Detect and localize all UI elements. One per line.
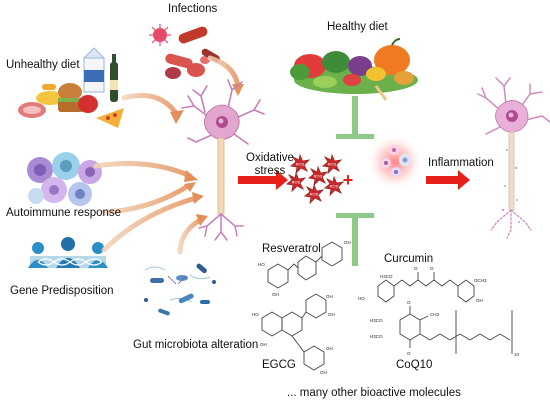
label-inflammation: Inflammation (428, 157, 494, 169)
svg-text:OH: OH (260, 342, 267, 347)
ros-label: ROS (330, 184, 339, 189)
ros-label: ROS (292, 180, 301, 185)
label-coq10: CoQ10 (396, 359, 433, 371)
svg-text:O: O (430, 266, 434, 271)
neuron-left-icon (181, 79, 265, 241)
label-egcg: EGCG (262, 359, 296, 371)
plus-sign: + (343, 170, 354, 190)
svg-text:H3CO: H3CO (380, 274, 393, 279)
svg-text:OH: OH (272, 292, 279, 297)
label-autoimmune-response: Autoimmune response (6, 207, 122, 219)
svg-text:O: O (407, 351, 411, 356)
label-infections: Infections (168, 3, 218, 15)
ros-burst (323, 175, 345, 197)
svg-text:CH3: CH3 (430, 312, 439, 317)
infections-pathogens-icon (149, 24, 220, 79)
arrow-to-ros (238, 170, 288, 190)
svg-text:OH: OH (326, 294, 333, 299)
label-resveratrol: Resveratrol (262, 243, 321, 255)
label-curcumin: Curcumin (384, 253, 434, 265)
svg-text:H3CO: H3CO (370, 334, 383, 339)
resveratrol-structure: HO OH OH (258, 240, 351, 297)
ros-label: ROS (310, 192, 319, 197)
egcg-structure: HO OH OH OH OH OH (252, 293, 335, 375)
influence-arrows (93, 55, 241, 255)
svg-text:HO: HO (258, 262, 265, 267)
coq10-structure: O O CH3 H3CO H3CO 10 (370, 300, 520, 357)
svg-text:OH: OH (328, 312, 335, 317)
svg-text:OH: OH (320, 370, 327, 375)
gut-microbiota-icon (140, 255, 220, 323)
label-gene-predisposition: Gene Predisposition (10, 285, 114, 297)
svg-text:O: O (407, 300, 411, 305)
curcumin-structure: O O H3CO OCH3 HO OH (358, 266, 487, 303)
svg-text:H3CO: H3CO (370, 318, 383, 323)
inhibition-bioactive (336, 213, 374, 266)
svg-text:O: O (414, 266, 418, 271)
healthy-diet-food-icon (290, 38, 418, 101)
svg-text:OH: OH (476, 298, 483, 303)
svg-text:OH: OH (344, 240, 351, 245)
inhibition-healthy-diet (336, 96, 374, 139)
svg-text:HO: HO (252, 312, 259, 317)
svg-text:OH: OH (326, 346, 333, 351)
svg-text:HO: HO (358, 296, 365, 301)
label-unhealthy-diet: Unhealthy diet (6, 59, 80, 71)
label-healthy-diet: Healthy diet (327, 21, 388, 33)
gene-predisposition-icon (28, 237, 108, 268)
inflammation-glow (367, 134, 423, 190)
svg-text:OCH3: OCH3 (474, 278, 487, 283)
label-other-molecules: ... many other bioactive molecules (287, 387, 461, 399)
ros-label: ROS (328, 162, 337, 167)
arrow-to-inflammation (426, 170, 470, 190)
ros-burst (321, 153, 343, 175)
svg-text:10: 10 (514, 352, 520, 357)
unhealthy-diet-food-icon (18, 47, 124, 128)
ros-burst (303, 183, 325, 205)
neuron-right-icon (477, 77, 550, 239)
ros-label: ROS (314, 174, 323, 179)
autoimmune-cells-icon (27, 152, 102, 206)
label-oxidative-stress: Oxidative stress (246, 152, 294, 178)
label-gut-microbiota: Gut microbiota alteration (133, 339, 259, 351)
inflammatory-cells-icon (381, 145, 411, 177)
ros-label: ROS (296, 162, 305, 167)
ros-burst (285, 171, 307, 193)
